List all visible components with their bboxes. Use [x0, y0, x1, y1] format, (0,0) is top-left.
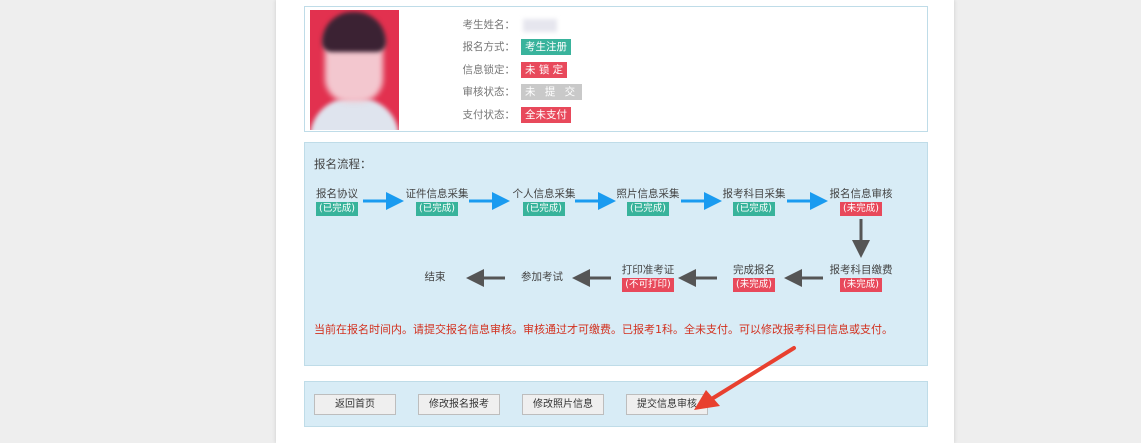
red-pointer-arrow-icon [694, 346, 796, 410]
step-info-review: 报名信息审核 (未完成) [806, 187, 916, 216]
submit-review-button[interactable]: 提交信息审核 [626, 394, 708, 415]
action-button-bar: 返回首页 修改报名报考 修改照片信息 提交信息审核 [304, 381, 928, 427]
step-status: (已完成) [733, 202, 775, 216]
method-label: 报名方式： [462, 41, 516, 53]
step-complete-registration: 完成报名 (未完成) [699, 263, 809, 292]
step-status: (已完成) [523, 202, 565, 216]
home-button[interactable]: 返回首页 [314, 394, 396, 415]
step-status: (未完成) [840, 278, 882, 292]
step-label: 报名协议 [316, 188, 358, 200]
process-box: 报名流程： 报名协议 (已完成) 证件信息采集 (已完成) 个人信息采集 (已完… [304, 142, 928, 366]
name-value-blurred [523, 18, 557, 32]
step-subject-payment: 报考科目缴费 (未完成) [806, 263, 916, 292]
info-row-pay: 支付状态： 全未支付 [435, 106, 571, 123]
review-status-badge: 未 提 交 [521, 84, 583, 100]
flow-arrows [363, 192, 870, 287]
step-label: 参加考试 [521, 271, 563, 283]
edit-photo-button[interactable]: 修改照片信息 [522, 394, 604, 415]
step-label: 照片信息采集 [616, 188, 680, 200]
lock-status-badge: 未 锁 定 [521, 62, 568, 78]
step-end: 结束 [380, 270, 490, 284]
lock-label: 信息锁定： [462, 64, 516, 76]
step-label: 证件信息采集 [405, 188, 469, 200]
step-label: 报名信息审核 [829, 188, 893, 200]
step-label: 个人信息采集 [512, 188, 576, 200]
step-status: (已完成) [316, 202, 358, 216]
step-print-ticket: 打印准考证 (不可打印) [593, 263, 703, 292]
step-status: (不可打印) [622, 278, 674, 292]
step-status: (已完成) [627, 202, 669, 216]
step-label: 报考科目采集 [722, 188, 786, 200]
status-notice: 当前在报名时间内。请提交报名信息审核。审核通过才可缴费。已报考1科。全未支付。可… [314, 323, 893, 336]
step-id-info: 证件信息采集 (已完成) [382, 187, 492, 216]
method-badge: 考生注册 [521, 39, 571, 55]
step-label: 报考科目缴费 [829, 264, 893, 276]
info-row-review: 审核状态： 未 提 交 [435, 83, 583, 100]
step-label: 结束 [424, 271, 446, 283]
info-row-method: 报名方式： 考生注册 [435, 38, 571, 55]
step-status: (未完成) [840, 202, 882, 216]
step-label: 打印准考证 [621, 264, 675, 276]
step-status: (已完成) [416, 202, 458, 216]
edit-registration-button[interactable]: 修改报名报考 [418, 394, 500, 415]
pay-label: 支付状态： [462, 109, 516, 121]
info-row-lock: 信息锁定： 未 锁 定 [435, 61, 568, 78]
step-photo-info: 照片信息采集 (已完成) [593, 187, 703, 216]
candidate-info-box: 考生姓名： 报名方式： 考生注册 信息锁定： 未 锁 定 审核状态： 未 提 交 支付… [304, 6, 928, 132]
review-label: 审核状态： [462, 86, 516, 98]
step-agreement: 报名协议 (已完成) [282, 187, 392, 216]
step-label: 完成报名 [733, 264, 775, 276]
info-row-name: 考生姓名： [435, 16, 557, 33]
candidate-photo [310, 10, 399, 130]
step-subject-info: 报考科目采集 (已完成) [699, 187, 809, 216]
step-status: (未完成) [733, 278, 775, 292]
process-title: 报名流程： [314, 157, 372, 171]
name-label: 考生姓名： [462, 19, 516, 31]
step-take-exam: 参加考试 [487, 270, 597, 284]
step-personal-info: 个人信息采集 (已完成) [489, 187, 599, 216]
pay-status-badge: 全未支付 [521, 107, 571, 123]
